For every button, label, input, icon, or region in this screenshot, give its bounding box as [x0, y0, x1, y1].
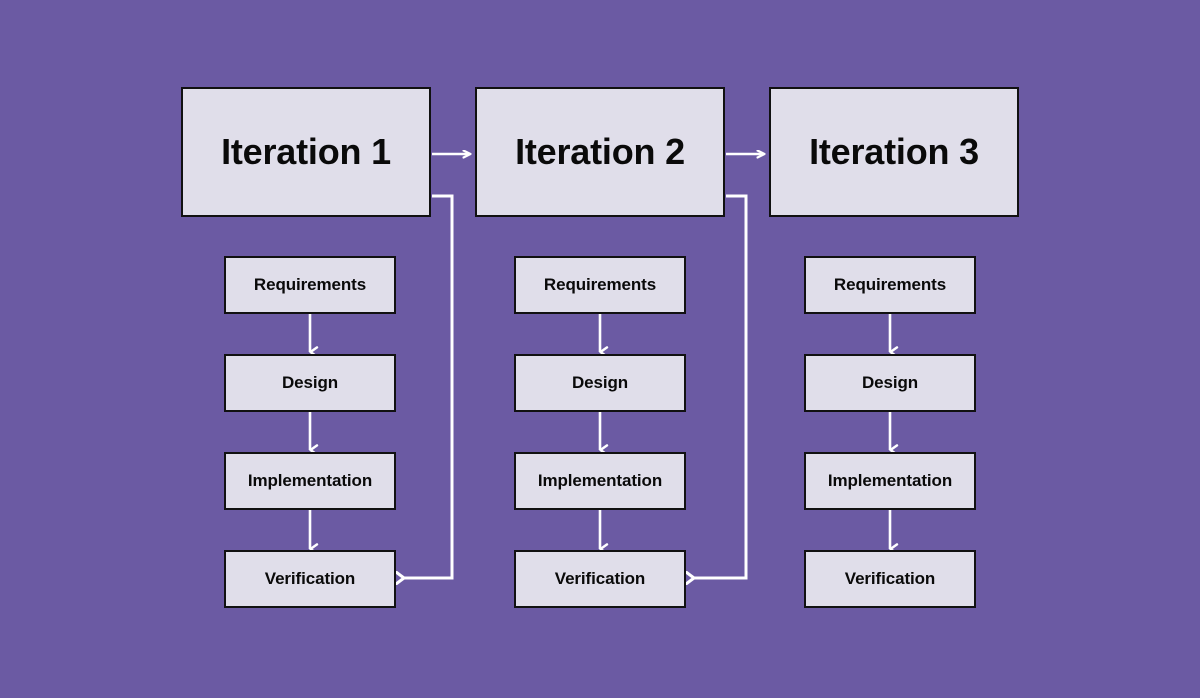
phase-box-implementation-col3[interactable]: Implementation	[804, 452, 976, 510]
iteration-box-1[interactable]: Iteration 1	[181, 87, 431, 217]
phase-box-implementation-col1[interactable]: Implementation	[224, 452, 396, 510]
phase-box-requirements-col1[interactable]: Requirements	[224, 256, 396, 314]
feedback-loop-iteration2	[694, 194, 748, 578]
phase-box-requirements-col3[interactable]: Requirements	[804, 256, 976, 314]
phase-box-verification-col2[interactable]: Verification	[514, 550, 686, 608]
phase-box-design-col2[interactable]: Design	[514, 354, 686, 412]
feedback-loop-iteration1	[404, 194, 454, 578]
phase-box-verification-col1[interactable]: Verification	[224, 550, 396, 608]
iteration-box-2[interactable]: Iteration 2	[475, 87, 725, 217]
phase-box-design-col3[interactable]: Design	[804, 354, 976, 412]
phase-box-requirements-col2[interactable]: Requirements	[514, 256, 686, 314]
phase-box-design-col1[interactable]: Design	[224, 354, 396, 412]
phase-box-implementation-col2[interactable]: Implementation	[514, 452, 686, 510]
phase-box-verification-col3[interactable]: Verification	[804, 550, 976, 608]
iteration-box-3[interactable]: Iteration 3	[769, 87, 1019, 217]
